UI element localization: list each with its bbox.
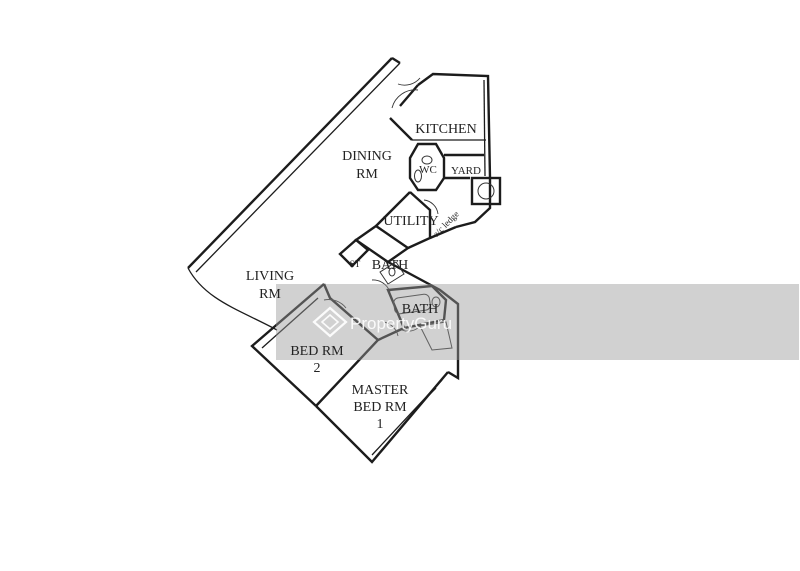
corridor-wall [377, 326, 405, 342]
utility-label: UTILITY [383, 214, 438, 229]
store-label: ST [350, 259, 361, 269]
bed2-door-swing [323, 299, 347, 309]
bed2-partition-wall [315, 283, 380, 407]
room-labels: KITCHEN DINING RM WC YARD UTILITY a/c le… [246, 122, 481, 432]
common-bath-walls [353, 224, 411, 264]
bed2-exterior-wall [250, 283, 325, 407]
kitchen-lower-wall [389, 117, 413, 141]
kitchen-label: KITCHEN [415, 122, 476, 137]
bath-exterior-wall [387, 260, 460, 381]
kitchen-door-swing [391, 89, 419, 109]
living-label-line1: LIVING [246, 269, 294, 284]
store-walls [338, 238, 370, 268]
exterior-wall-inner-line [195, 62, 401, 273]
entrance-door-swing [397, 77, 421, 86]
interior-walls [315, 77, 502, 407]
wc-basin [421, 155, 433, 165]
watermark-brand-text: PropertyGuru [350, 314, 452, 333]
watermark-logo-icon [312, 306, 348, 338]
kitchen-exterior-inner [483, 79, 486, 177]
master-exterior-inner [371, 379, 443, 456]
wc-toilet [414, 169, 422, 183]
master-wardrobe-line [419, 387, 437, 405]
living-label-line2: RM [259, 287, 281, 302]
master-bath-label: BATH [402, 302, 439, 317]
master-bath-tub [393, 293, 431, 315]
common-bath-vanity [379, 261, 405, 285]
master-label-line1: MASTER [352, 383, 409, 398]
kitchen-entry-wall [399, 84, 419, 107]
exterior-walls [187, 56, 492, 464]
yard-washer-box [470, 176, 502, 206]
dining-label-line2: RM [356, 167, 378, 182]
common-bath-basin [388, 267, 396, 277]
master-bath-door-swing [401, 325, 421, 332]
utility-door-swing [423, 199, 439, 215]
watermark: PropertyGuru [276, 284, 799, 360]
dining-label-line1: DINING [342, 149, 392, 164]
master-bath-basin [431, 296, 441, 308]
exterior-wall-corner-top [391, 56, 401, 65]
kitchen-exterior-wall [417, 72, 492, 179]
exterior-wall-dining-living [187, 57, 393, 269]
yard-exterior-wall [455, 178, 492, 229]
watermark-band [276, 284, 799, 360]
utility-right-wall [407, 191, 432, 250]
yard-washer-drum [477, 182, 495, 200]
master-label-line3: 1 [377, 417, 384, 432]
master-label-line2: BED RM [353, 400, 407, 415]
bed2-exterior-inner [261, 297, 319, 349]
living-bay-curve [187, 267, 278, 331]
master-door-swing [383, 321, 399, 337]
bed2-label-line1: BED RM [290, 344, 344, 359]
master-bath-vanity [419, 321, 453, 351]
yard-label: YARD [451, 165, 481, 177]
wc-label: WC [419, 164, 437, 176]
common-bath-label: BATH [372, 258, 409, 273]
master-bath-walls [386, 284, 448, 330]
ac-ledge-wall [429, 225, 457, 240]
bed2-label-line2: 2 [314, 361, 321, 376]
utility-left-wall [375, 191, 411, 227]
